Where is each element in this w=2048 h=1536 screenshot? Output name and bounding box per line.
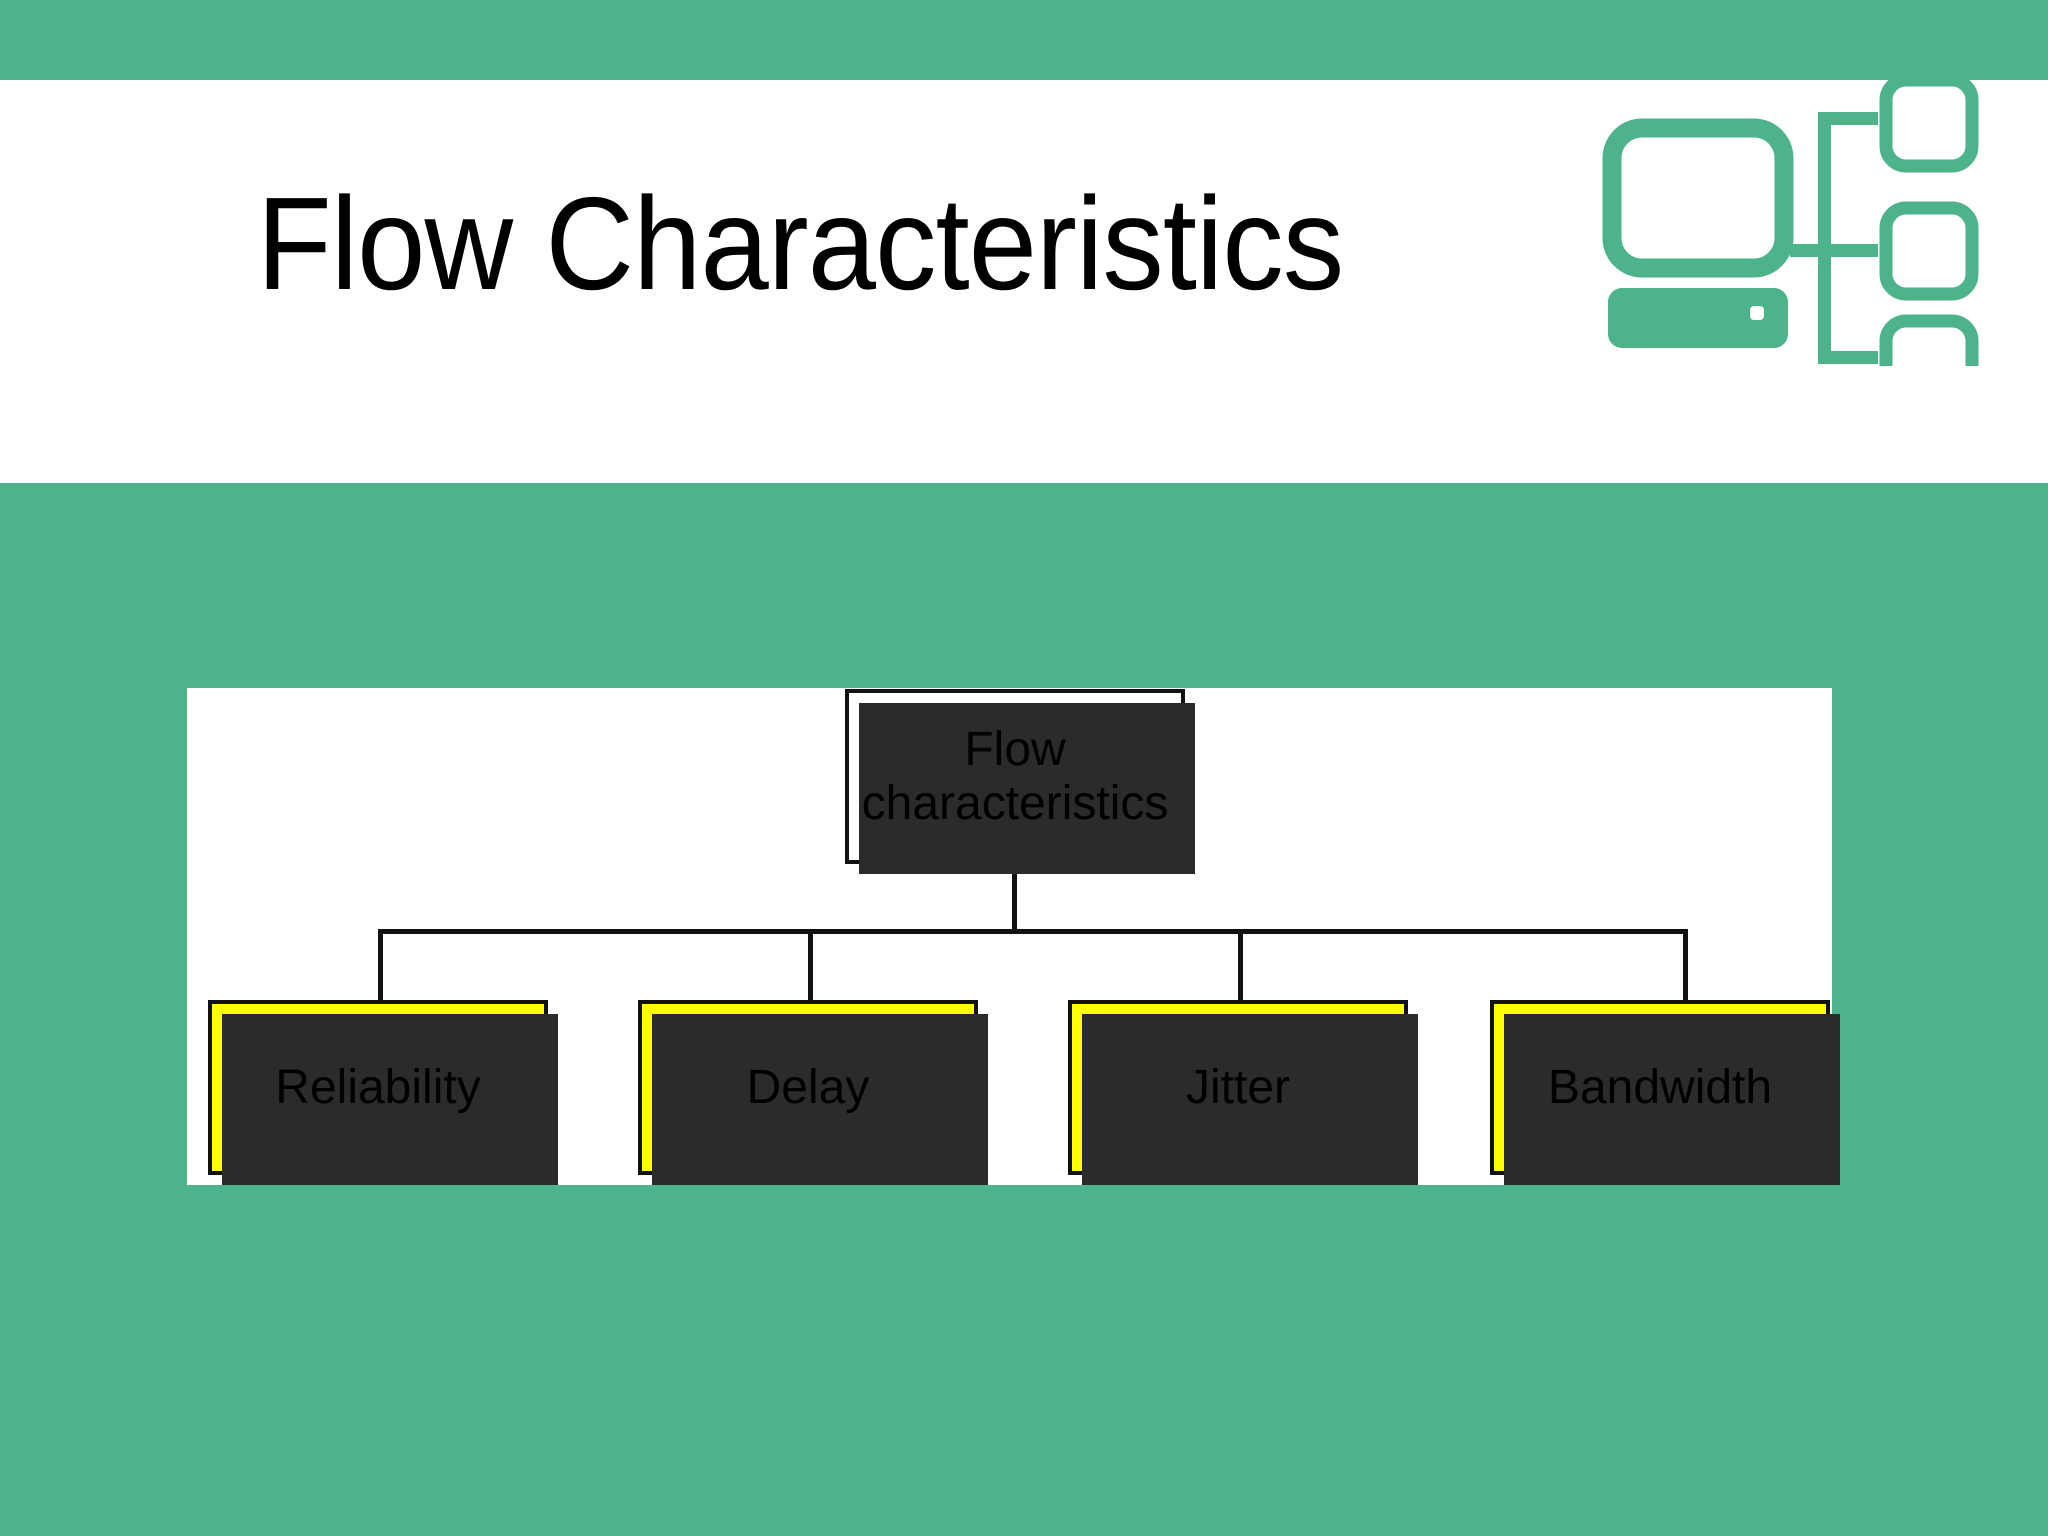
node-delay-label: Delay	[746, 1060, 870, 1114]
node-jitter[interactable]: Jitter	[1068, 1000, 1418, 1185]
connector-drop-delay	[808, 929, 813, 1000]
node-root-line2: characteristics	[861, 776, 1169, 830]
node-jitter-label: Jitter	[1185, 1060, 1290, 1114]
title-band	[0, 80, 2048, 483]
page-title: Flow Characteristics	[256, 170, 1344, 317]
connector-root-stem	[1012, 862, 1017, 934]
node-delay[interactable]: Delay	[638, 1000, 988, 1185]
connector-horizontal-bus	[378, 929, 1688, 934]
connector-drop-jitter	[1238, 929, 1243, 1000]
node-root-line1: Flow	[964, 722, 1066, 776]
node-bandwidth[interactable]: Bandwidth	[1490, 1000, 1840, 1185]
connector-drop-reliability	[378, 929, 383, 1000]
node-reliability-label: Reliability	[275, 1060, 481, 1114]
network-topology-icon	[1602, 73, 1979, 414]
connector-drop-bandwidth	[1683, 929, 1688, 1000]
node-root-text: Flow characteristics	[856, 723, 1175, 831]
node-bandwidth-label: Bandwidth	[1547, 1060, 1773, 1114]
network-topology-logo	[1600, 66, 2030, 414]
node-reliability[interactable]: Reliability	[208, 1000, 558, 1185]
node-flow-characteristics[interactable]: Flow characteristics	[845, 689, 1195, 874]
